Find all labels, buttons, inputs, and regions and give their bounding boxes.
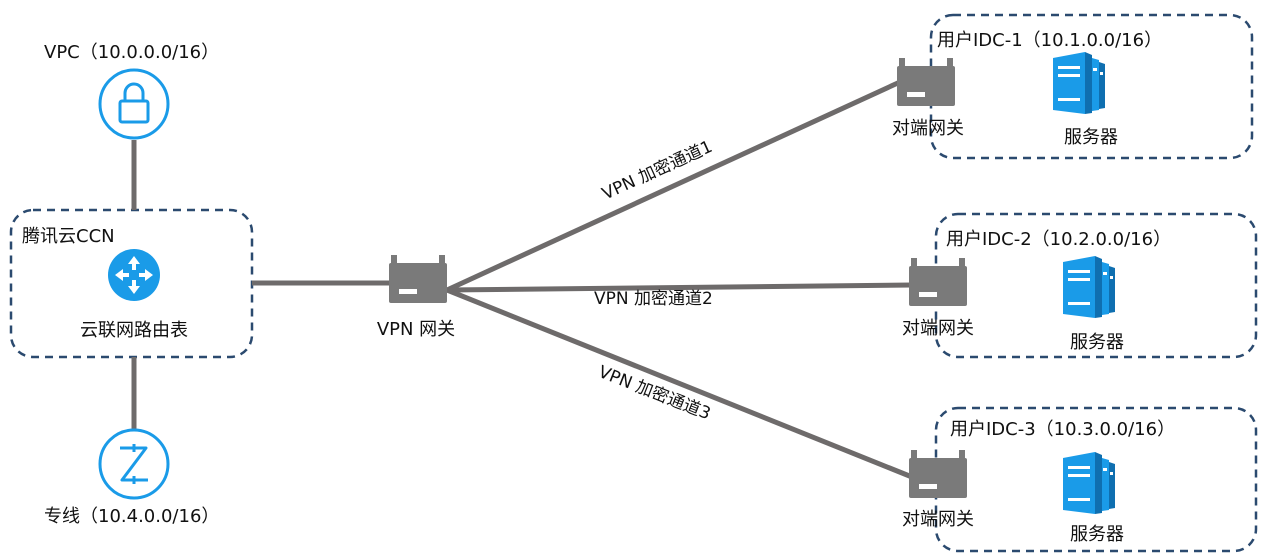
server-1-icon: [1053, 52, 1105, 114]
server-3-label: 服务器: [1070, 524, 1124, 545]
idc-1-title: 用户IDC-1（10.1.0.0/16）: [937, 30, 1163, 51]
vpn-gateway-label: VPN 网关: [376, 319, 456, 340]
server-2-label: 服务器: [1070, 332, 1124, 353]
ccn-title: 腾讯云CCN: [22, 226, 115, 247]
tunnel-2-label: VPN 加密通道2: [594, 289, 713, 309]
gateway-icon: [389, 255, 447, 303]
server-3-icon: [1063, 452, 1115, 514]
vpc-label: VPC（10.0.0.0/16）: [44, 42, 220, 63]
peer-gateway-1-icon: [897, 58, 955, 106]
peer-gateway-3-label: 对端网关: [902, 509, 974, 530]
router-icon: [108, 249, 160, 301]
lock-icon: [98, 68, 170, 140]
direct-connect-icon: [98, 428, 170, 500]
idc-3-title: 用户IDC-3（10.3.0.0/16）: [950, 419, 1176, 440]
idc-2-title: 用户IDC-2（10.2.0.0/16）: [946, 229, 1172, 250]
direct-connect-label: 专线（10.4.0.0/16）: [44, 506, 220, 527]
tunnel-1-line: [445, 79, 902, 293]
tunnel-2-line: [446, 282, 913, 293]
tunnel-3-line: [446, 287, 913, 480]
peer-gateway-1-label: 对端网关: [892, 118, 964, 139]
peer-gateway-2-label: 对端网关: [902, 318, 974, 339]
peer-gateway-2-icon: [909, 258, 967, 306]
server-1-label: 服务器: [1064, 127, 1118, 148]
route-table-label: 云联网路由表: [80, 320, 188, 341]
peer-gateway-3-icon: [909, 450, 967, 498]
server-2-icon: [1063, 256, 1115, 318]
